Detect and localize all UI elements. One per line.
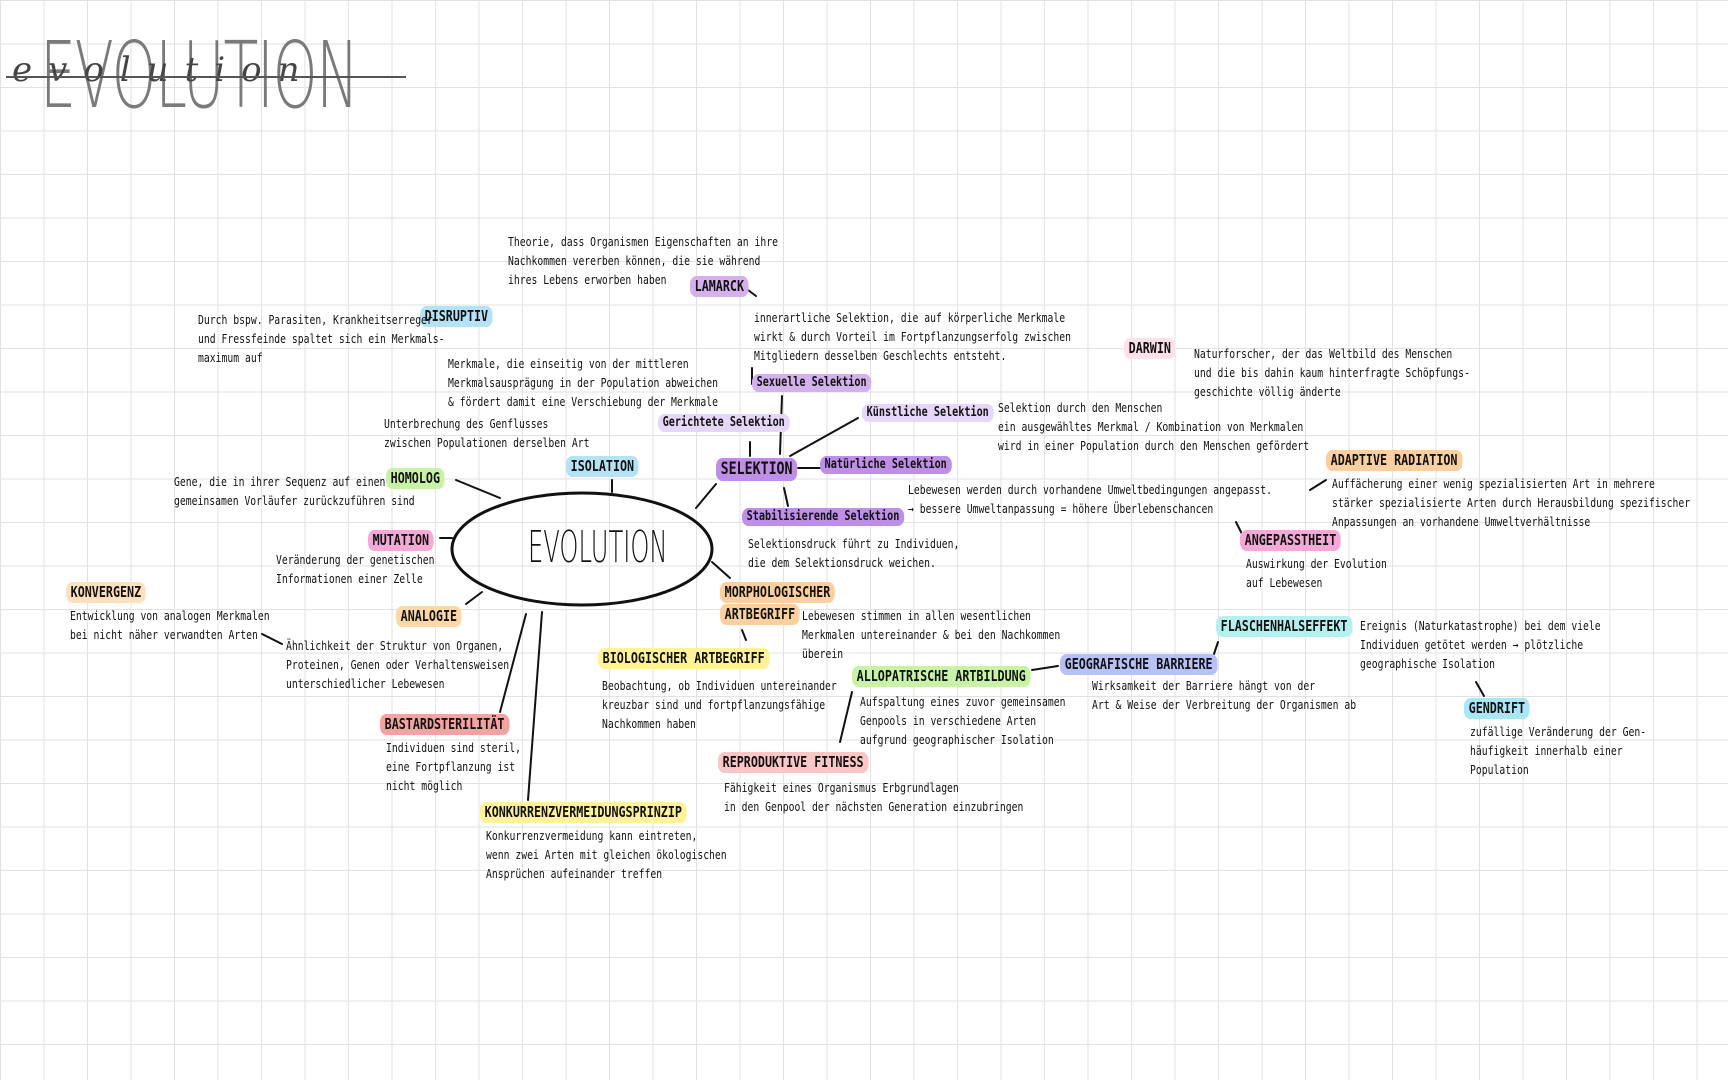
stabilisierende-selektion-text: Selektionsdruck führt zu Individuen, die…: [748, 536, 960, 570]
gendrift-text: zufällige Veränderung der Gen- häufigkei…: [1470, 724, 1647, 777]
link-homolog: [455, 479, 501, 499]
link-bastard: [499, 613, 527, 713]
stabilisierende-selektion-label: Stabilisierende Selektion: [742, 508, 904, 526]
analogie-label: ANALOGIE: [396, 606, 462, 627]
link-konkurrenz: [527, 611, 543, 801]
bastardsterilitaet-text: Individuen sind steril, eine Fortpflanzu…: [386, 740, 522, 793]
reproduktive-fitness-label: REPRODUKTIVE FITNESS: [718, 752, 869, 773]
disruptiv-text: Durch bspw. Parasiten, Krankheitserreger…: [198, 312, 445, 365]
analogie-text: Ähnlichkeit der Struktur von Organen, Pr…: [286, 638, 510, 691]
flaschenhalseffekt-label: FLASCHENHALSEFFEKT: [1216, 616, 1353, 637]
link-morph-center: [711, 561, 731, 579]
center-node: EVOLUTION: [528, 522, 668, 573]
flaschenhalseffekt-text: Ereignis (Naturkatastrophe) bei dem viel…: [1360, 618, 1601, 671]
center-ellipse: [450, 491, 714, 607]
adaptive-radiation-text: Auffächerung einer wenig spezialisierten…: [1332, 476, 1691, 529]
bastardsterilitaet-label: BASTARDSTERILITÄT: [380, 714, 510, 735]
biologischer-artbegriff-text: Beobachtung, ob Individuen untereinander…: [602, 678, 837, 731]
link-selektion-kuenstlich: [789, 417, 859, 457]
sexuelle-selektion-label: Sexuelle Selektion: [752, 374, 872, 392]
link-selektion-center: [695, 483, 717, 509]
gerichtete-selektion-text: Merkmale, die einseitig von der mittlere…: [448, 356, 719, 409]
konvergenz-text: Entwicklung von analogen Merkmalen bei n…: [70, 608, 270, 642]
isolation-label: ISOLATION: [566, 456, 639, 477]
morphologischer-artbegriff-label-2: ARTBEGRIFF: [720, 604, 800, 625]
title-heading: EVOLUTION: [40, 22, 359, 129]
morphologischer-artbegriff-text: Lebewesen stimmen in allen wesentlichen …: [802, 608, 1061, 661]
lamarck-text: Theorie, dass Organismen Eigenschaften a…: [508, 234, 779, 287]
natuerliche-selektion-label: Natürliche Selektion: [820, 456, 952, 474]
gendrift-label: GENDRIFT: [1464, 698, 1530, 719]
mutation-label: MUTATION: [368, 530, 434, 551]
konkurrenzvermeidungsprinzip-text: Konkurrenzvermeidung kann eintreten, wen…: [486, 828, 727, 881]
selektion-label: SELEKTION: [716, 458, 798, 481]
geografische-barriere-text: Wirksamkeit der Barriere hängt von der A…: [1092, 678, 1357, 712]
title-underline: [6, 76, 406, 78]
konkurrenzvermeidungsprinzip-label: KONKURRENZVERMEIDUNGSPRINZIP: [480, 802, 687, 823]
homolog-label: HOMOLOG: [386, 468, 445, 489]
darwin-label: DARWIN: [1124, 338, 1176, 359]
morphologischer-artbegriff-label-1: MORPHOLOGISCHER: [720, 582, 836, 603]
mutation-text: Veränderung der genetischen Informatione…: [276, 552, 435, 586]
natuerliche-selektion-text: Lebewesen werden durch vorhandene Umwelt…: [908, 482, 1272, 516]
konvergenz-label: KONVERGENZ: [66, 582, 146, 603]
kuenstliche-selektion-text: Selektion durch den Menschen ein ausgewä…: [998, 400, 1310, 453]
biologischer-artbegriff-label: BIOLOGISCHER ARTBEGRIFF: [598, 648, 770, 669]
link-geo-flaschenhals: [1213, 641, 1219, 655]
sexuelle-selektion-text: innerartliche Selektion, die auf körperl…: [754, 310, 1071, 363]
link-allo-repro: [839, 691, 853, 743]
kuenstliche-selektion-label: Künstliche Selektion: [862, 404, 994, 422]
page-title: EVOLUTION evolution: [0, 0, 420, 140]
lamarck-label: LAMARCK: [690, 276, 749, 297]
angepasstheit-label: ANGEPASSTHEIT: [1240, 530, 1341, 551]
allopatrische-artbildung-text: Aufspaltung eines zuvor gemeinsamen Genp…: [860, 694, 1066, 747]
gerichtete-selektion-label: Gerichtete Selektion: [658, 414, 790, 432]
reproduktive-fitness-text: Fähigkeit eines Organismus Erbgrundlagen…: [724, 780, 1024, 814]
angepasstheit-text: Auswirkung der Evolution auf Lebewesen: [1246, 556, 1387, 590]
link-selektion-stabil: [783, 487, 789, 507]
link-konvergenz-analogie: [261, 633, 283, 645]
homolog-text: Gene, die in ihrer Sequenz auf einen gem…: [174, 474, 415, 508]
geografische-barriere-label: GEOGRAFISCHE BARRIERE: [1060, 654, 1218, 675]
allopatrische-artbildung-label: ALLOPATRISCHE ARTBILDUNG: [852, 666, 1031, 687]
link-natuerlich-adaptive: [1309, 479, 1327, 491]
link-analogie: [465, 591, 483, 605]
adaptive-radiation-label: ADAPTIVE RADIATION: [1326, 450, 1463, 471]
link-flaschenhals-gendrift: [1475, 681, 1485, 697]
disruptiv-label: DISRUPTIV: [420, 306, 493, 327]
link-lamarck-up: [747, 289, 757, 297]
darwin-text: Naturforscher, der das Weltbild des Mens…: [1194, 346, 1470, 399]
link-morph-bio: [741, 629, 747, 641]
title-script: evolution: [12, 50, 316, 90]
link-allo-geo: [1031, 665, 1059, 671]
isolation-text: Unterbrechung des Genflusses zwischen Po…: [384, 416, 590, 450]
